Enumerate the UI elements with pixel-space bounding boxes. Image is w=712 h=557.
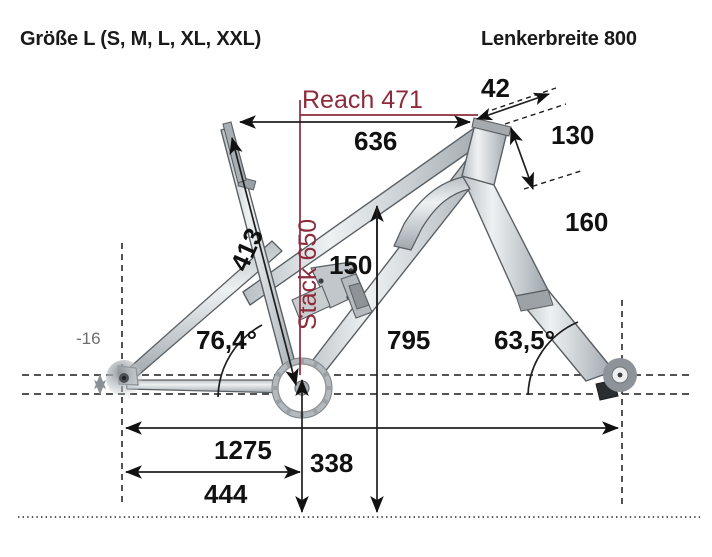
vertical-reference-lines (121, 243, 623, 505)
label-rear-travel-150: 150 (329, 250, 373, 280)
fork-lower (515, 289, 615, 382)
label-spacer-42: 42 (481, 73, 510, 103)
fork-crown-arch (393, 176, 471, 251)
label-reach: Reach 471 (302, 86, 423, 114)
label-top-tube: 636 (354, 126, 398, 156)
dimension-reach (299, 100, 478, 375)
front-hub (603, 358, 637, 392)
label-seat-angle: 76,4° (196, 325, 258, 355)
dimension-seat-tube-413 (229, 137, 299, 386)
label-head-angle: 63,5° (494, 325, 556, 355)
label-bb-height-338: 338 (310, 448, 354, 478)
label-axle-drop: -16 (76, 329, 101, 348)
label-wheelbase-1275: 1275 (214, 435, 272, 465)
dimension-head-tube-130 (504, 103, 585, 190)
fork-stanchion (461, 175, 549, 297)
label-standover-795: 795 (387, 325, 431, 355)
head-tube (461, 117, 512, 186)
rear-hub (106, 360, 142, 396)
chain-stay (125, 379, 290, 394)
dimension-spacer-42 (476, 87, 557, 121)
label-head-tube-130: 130 (551, 120, 595, 150)
angle-arc-head (527, 321, 579, 396)
label-stack: Stack 650 (294, 218, 322, 330)
page-title-handlebar: Lenkerbreite 800 (481, 28, 637, 50)
label-fork-travel-160: 160 (565, 207, 609, 237)
angle-arc-seat (217, 324, 263, 398)
label-chainstay-444: 444 (204, 479, 248, 509)
page-title-size: Größe L (S, M, L, XL, XXL) (20, 28, 262, 50)
